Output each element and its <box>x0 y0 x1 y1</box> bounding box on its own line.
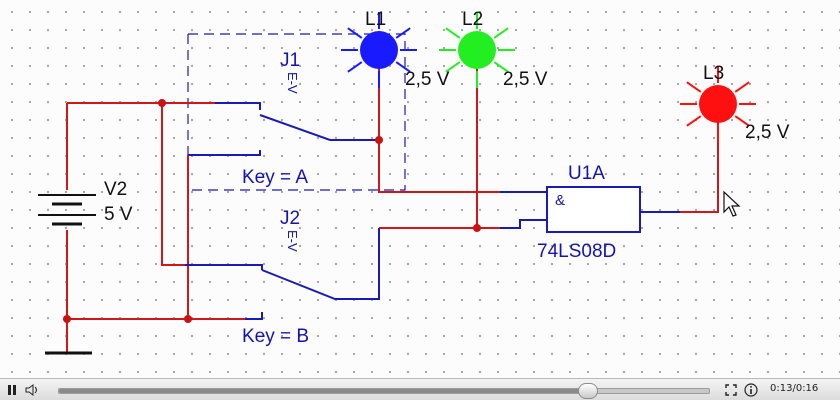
lamp-l1: L1 2,5 V <box>341 9 450 90</box>
mouse-cursor-icon <box>723 190 741 217</box>
media-player-bar: 0:13/0:16 <box>0 378 840 400</box>
lamp-ray <box>493 27 509 39</box>
lamp-l3: L3 2,5 V <box>680 63 790 143</box>
seek-bar-fill <box>59 389 588 393</box>
wire-j2-contact <box>245 312 263 320</box>
gate-part-number: 74LS08D <box>537 241 616 262</box>
junction-dot <box>158 99 166 107</box>
lamp-l2-voltage: 2,5 V <box>503 69 548 90</box>
wire-j1-contact <box>188 150 261 156</box>
switch-j2-orient: E-V <box>285 230 300 252</box>
seek-bar-thumb[interactable] <box>578 383 599 399</box>
switch-j1-key: Key = A <box>242 167 308 188</box>
lamp-ray <box>347 61 363 73</box>
pause-icon[interactable] <box>3 381 21 399</box>
lamp-ray <box>347 27 363 39</box>
junction-dots <box>63 99 481 323</box>
lamp-l3-voltage: 2,5 V <box>745 122 790 143</box>
switch-j2-label: J2 <box>280 208 300 229</box>
lamp-ray <box>395 61 411 73</box>
lamp-ray <box>734 115 750 127</box>
switch-j1-orient: E-V <box>285 72 300 94</box>
switch-j2-key: Key = B <box>242 326 309 347</box>
blue-wires <box>185 102 680 320</box>
lamp-l2-label: L2 <box>462 9 483 30</box>
circuit-schematic: V2 5 V J1 E-V Key = A J2 E-V Key = B & U… <box>0 0 840 378</box>
lamp-l2: L2 2,5 V <box>439 9 548 90</box>
switch-j1-dashed-link <box>187 33 406 191</box>
lamp-ray <box>686 81 702 93</box>
wire-j2-in <box>185 264 263 270</box>
lamp-l1-voltage: 2,5 V <box>405 69 450 90</box>
switch-j2-blade <box>261 228 380 300</box>
lamp-ray <box>445 61 461 73</box>
battery-value: 5 V <box>104 204 133 225</box>
wire-gate-out <box>680 175 719 213</box>
seek-bar[interactable] <box>58 383 710 399</box>
wire-j1-in <box>215 102 261 110</box>
red-wires <box>66 55 719 353</box>
lamp-ray <box>445 27 461 39</box>
wire-to-j2 <box>161 103 185 266</box>
gate-label: U1A <box>568 163 605 184</box>
circuit-canvas: V2 5 V J1 E-V Key = A J2 E-V Key = B & U… <box>38 9 790 355</box>
wire-j1-out <box>378 140 500 193</box>
wire-gate-in-b <box>500 219 547 229</box>
lamp-ray <box>686 115 702 127</box>
lamp-ray <box>493 61 509 73</box>
playback-time: 0:13/0:16 <box>770 383 819 394</box>
battery-v2: V2 5 V <box>38 179 133 226</box>
junction-dot <box>184 315 192 323</box>
lamp-l3-label: L3 <box>703 63 724 84</box>
junction-dot <box>473 224 481 232</box>
info-icon[interactable] <box>742 381 760 399</box>
lamp-ray <box>395 27 411 39</box>
lamp-l1-label: L1 <box>365 9 386 30</box>
speaker-icon[interactable] <box>24 381 42 399</box>
gate-symbol: & <box>555 192 565 209</box>
switch-j1-label: J1 <box>280 50 300 71</box>
junction-dot <box>375 136 383 144</box>
battery-label: V2 <box>104 179 127 200</box>
fullscreen-icon[interactable] <box>722 381 740 399</box>
junction-dot <box>63 315 71 323</box>
switch-j1-blade <box>259 114 379 141</box>
and-gate-u1a: & U1A 74LS08D <box>537 163 641 262</box>
lamp-ray <box>734 81 750 93</box>
